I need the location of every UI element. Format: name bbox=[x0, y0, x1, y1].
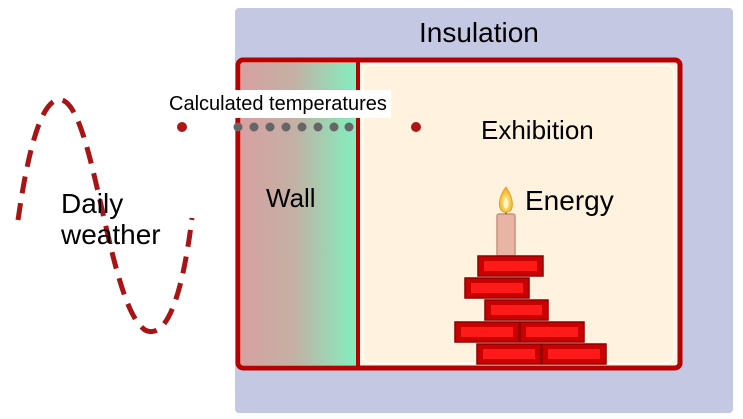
brick bbox=[484, 299, 549, 321]
wall-dot bbox=[249, 122, 259, 132]
brick bbox=[519, 321, 585, 343]
wall-label: Wall bbox=[266, 183, 316, 213]
energy-label: Energy bbox=[525, 185, 614, 216]
wall-dot bbox=[233, 122, 243, 132]
wall-dot bbox=[281, 122, 291, 132]
brick-pile-icon bbox=[454, 255, 607, 365]
brick bbox=[477, 255, 544, 277]
calculated-temperatures-label: Calculated temperatures bbox=[165, 90, 391, 118]
brick bbox=[464, 277, 530, 299]
wall-temperature-dots bbox=[233, 122, 354, 132]
wall-dot bbox=[329, 122, 339, 132]
insulation-label: Insulation bbox=[419, 17, 539, 48]
indoor-temperature-dot bbox=[411, 122, 421, 132]
outdoor-temperature-dot bbox=[177, 122, 187, 132]
exhibition-label: Exhibition bbox=[481, 115, 594, 145]
daily-weather-label-line1: Daily bbox=[61, 188, 124, 219]
wall-dot bbox=[265, 122, 275, 132]
brick bbox=[476, 343, 542, 365]
wall-dot bbox=[344, 122, 354, 132]
daily-weather-label-line2: weather bbox=[61, 219, 161, 250]
daily-weather-label: Daily weather bbox=[61, 188, 161, 250]
brick bbox=[541, 343, 607, 365]
daily-weather-wave bbox=[15, 97, 195, 335]
wall-dot bbox=[297, 122, 307, 132]
brick bbox=[454, 321, 520, 343]
wall-dot bbox=[313, 122, 323, 132]
